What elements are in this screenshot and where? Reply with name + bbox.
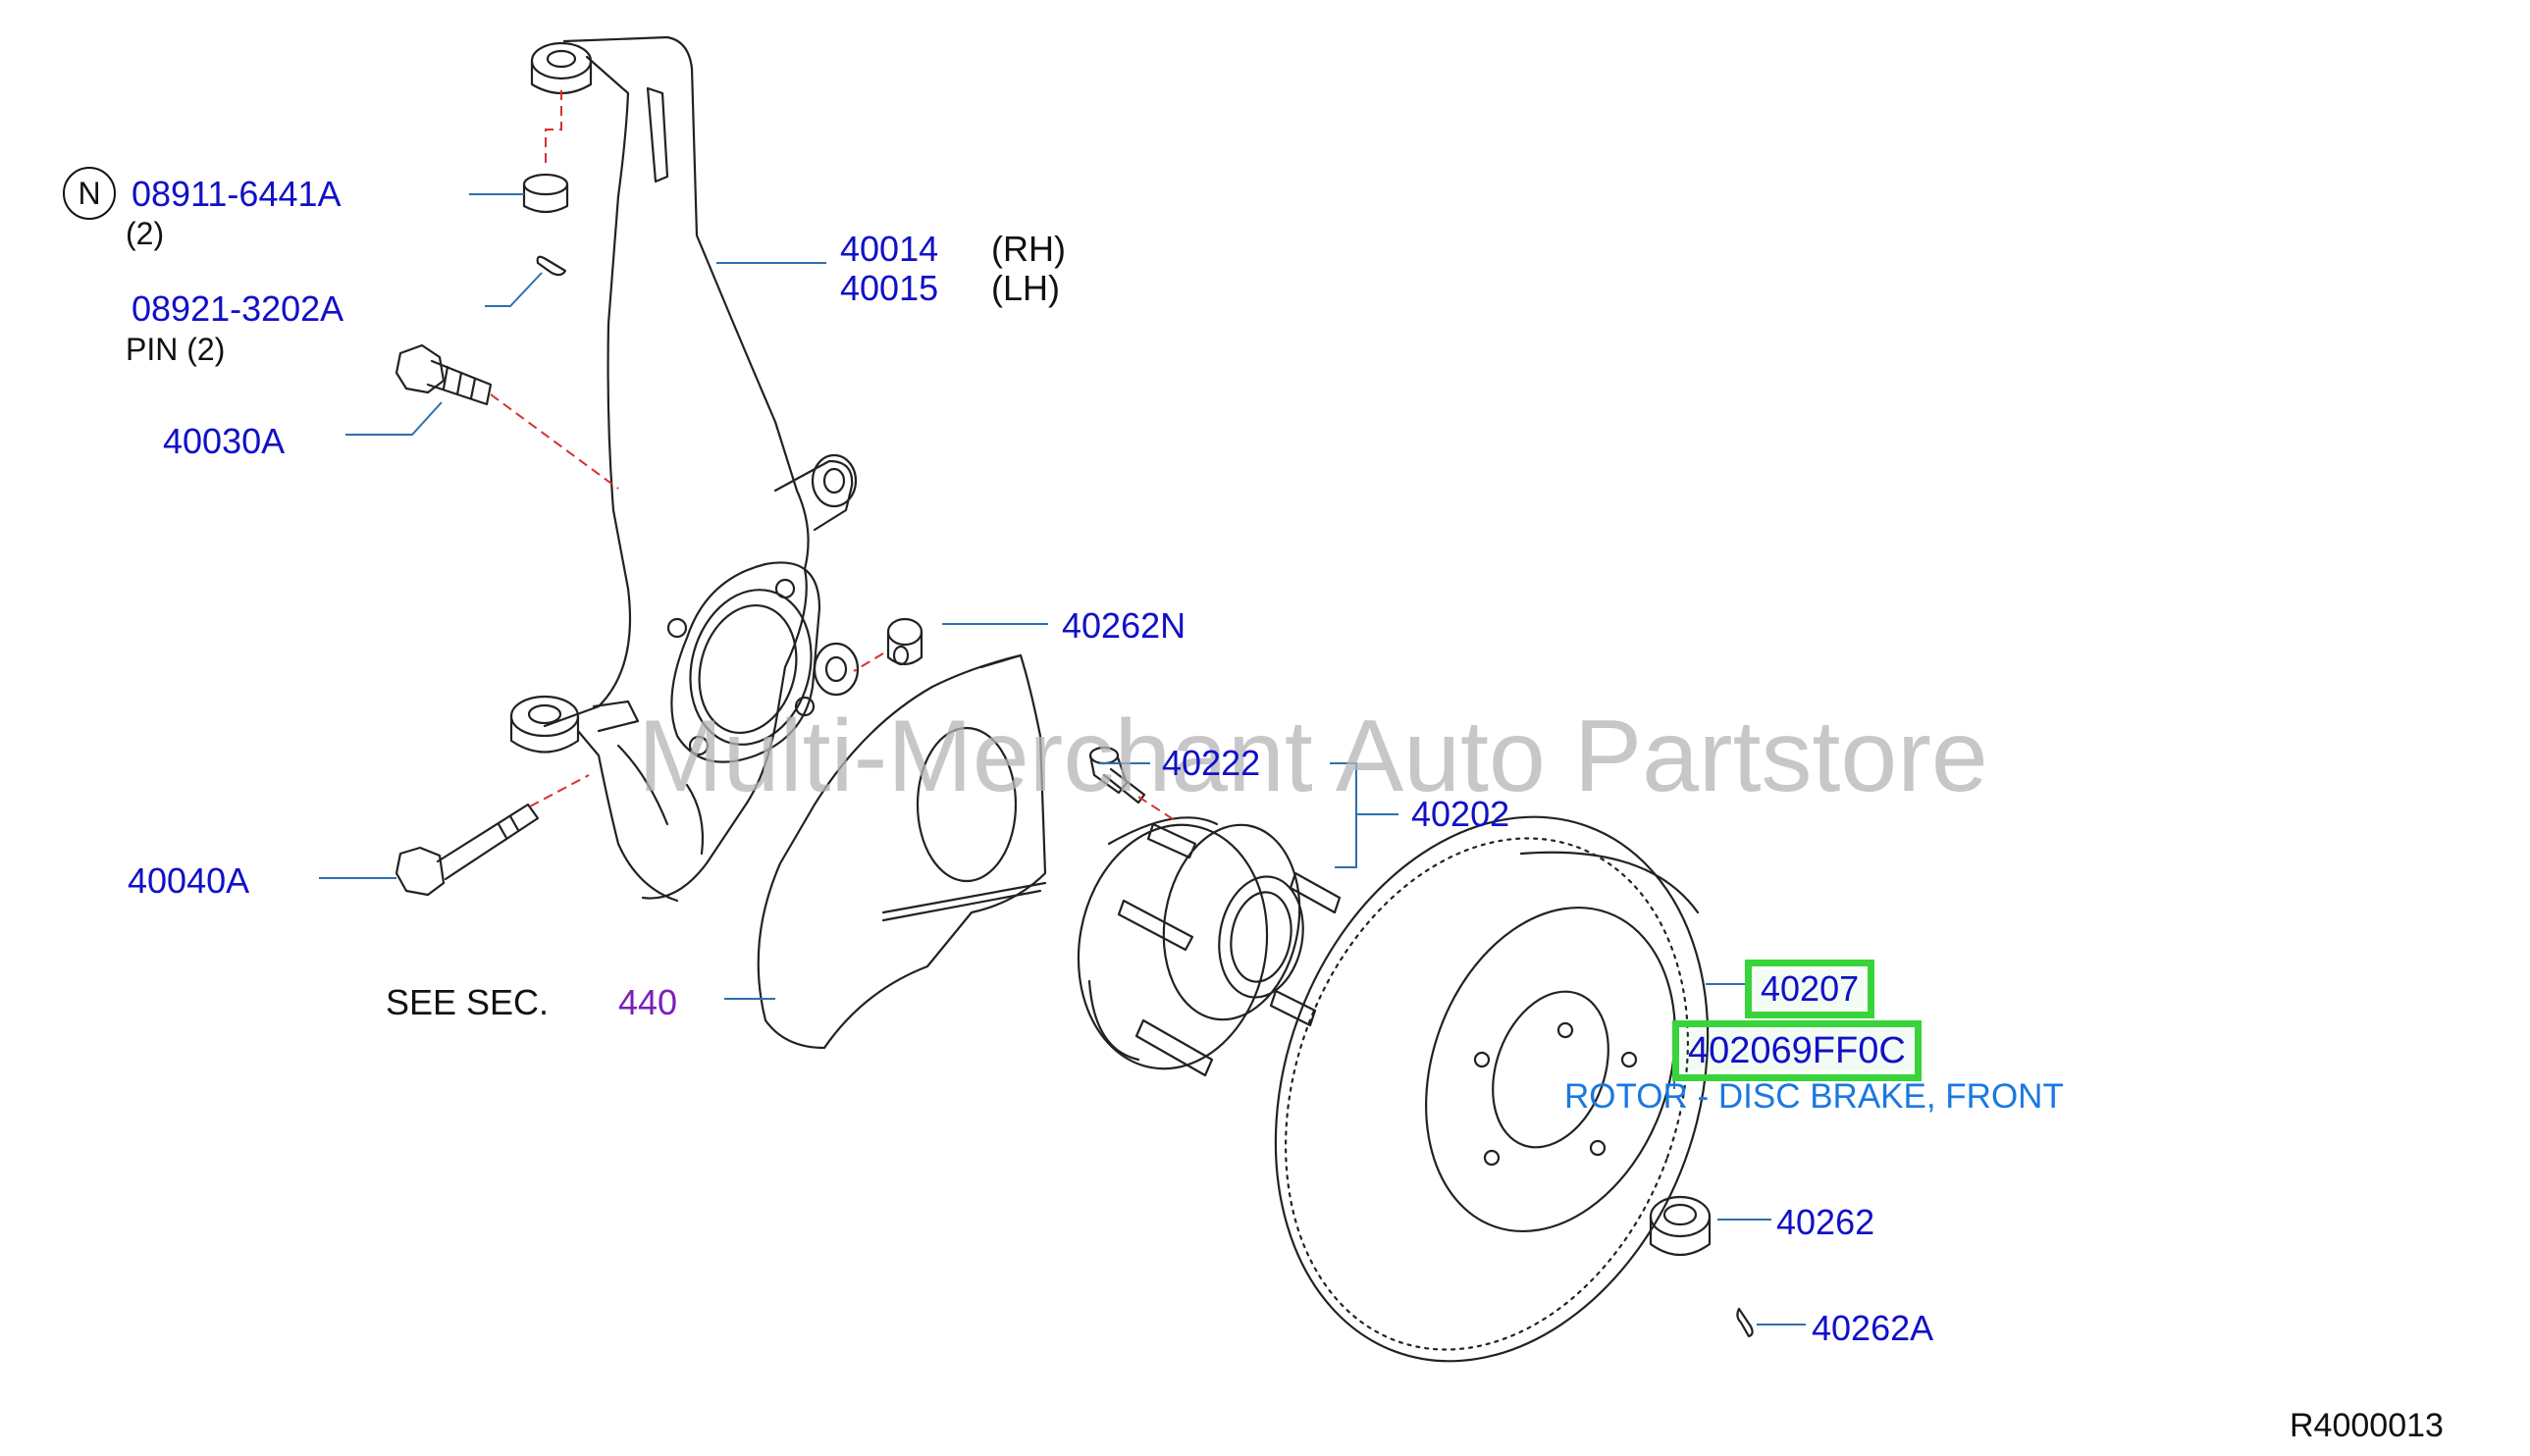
part-desc-rotor[interactable]: ROTOR - DISC BRAKE, FRONT xyxy=(1564,1077,2064,1116)
steering-knuckle xyxy=(509,35,860,903)
hub-assembly-drawing xyxy=(1077,816,1342,1077)
brake-rotor-drawing xyxy=(1274,815,1710,1363)
part-label-40014[interactable]: 40014 xyxy=(840,229,939,269)
upper-bolt-drawing xyxy=(395,343,493,406)
part-label-08911-6441a[interactable]: 08911-6441A xyxy=(132,174,342,214)
part-label-40015[interactable]: 40015 xyxy=(840,268,939,308)
section-ref-440[interactable]: 440 xyxy=(618,982,678,1022)
part-label-40262a[interactable]: 40262A xyxy=(1812,1308,1934,1348)
part-label-40040a[interactable]: 40040A xyxy=(128,860,250,901)
side-label-lh: (LH) xyxy=(991,268,1060,308)
part-label-40262[interactable]: 40262 xyxy=(1776,1202,1875,1242)
nut-40262-drawing xyxy=(1649,1195,1712,1256)
part-label-40030a[interactable]: 40030A xyxy=(163,421,286,461)
part-label-40202[interactable]: 40202 xyxy=(1411,794,1510,834)
side-label-rh: (RH) xyxy=(991,229,1066,269)
dust-shield-drawing xyxy=(757,653,1047,1050)
see-section-text: SEE SEC. xyxy=(386,982,550,1022)
watermark: Multi-Merchant Auto Partstore xyxy=(638,700,1988,813)
part-desc-08921-3202a: PIN (2) xyxy=(126,332,226,367)
part-qty-08911-6441a: (2) xyxy=(126,216,165,251)
nut-drawing xyxy=(522,173,569,214)
part-label-40207[interactable]: 40207 xyxy=(1744,960,1875,1018)
nut-40262n-drawing xyxy=(886,617,923,666)
new-part-marker: N xyxy=(63,167,116,220)
part-label-40222[interactable]: 40222 xyxy=(1162,743,1261,783)
part-label-40262n[interactable]: 40262N xyxy=(1062,605,1186,646)
part-label-402069ff0c[interactable]: 402069FF0C xyxy=(1672,1020,1922,1081)
part-label-08921-3202a[interactable]: 08921-3202A xyxy=(132,288,344,329)
lower-bolt-drawing xyxy=(395,803,540,897)
diagram-id: R4000013 xyxy=(2290,1407,2444,1444)
